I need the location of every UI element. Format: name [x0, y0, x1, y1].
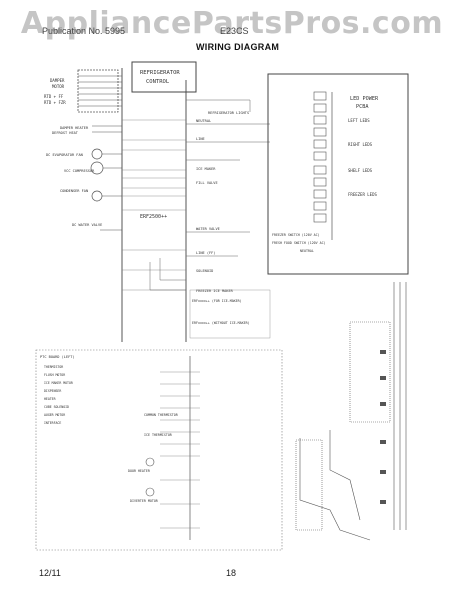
refrigerator-control-box — [131, 61, 197, 93]
compressor-label: VCC COMPRESSOR — [64, 169, 95, 173]
shelf-leds-label: SHELF LEDS — [348, 168, 373, 173]
water-valve-mid-label: WATER VALVE — [196, 227, 220, 231]
svg-text:HEATER: HEATER — [44, 397, 56, 401]
ptc-board-panel — [35, 349, 283, 551]
line-ff-label: LINE (FF) — [196, 251, 215, 255]
svg-text:INTERFACE: INTERFACE — [44, 421, 61, 425]
ptc-notes: THERMISTOR FLUSH MOTOR ICE MAKER MOTOR D… — [44, 365, 73, 425]
led-connectors — [313, 91, 327, 223]
ptc-pin-lines — [160, 371, 200, 529]
freezer-leds-label: FREEZER LEDS — [348, 192, 377, 197]
evaporator-fan-symbol — [91, 148, 103, 160]
svg-text:CUBE SOLENOID: CUBE SOLENOID — [44, 405, 69, 409]
damper-heater-label: DAMPER HEATER — [60, 126, 89, 130]
svg-text:FLUSH MOTOR: FLUSH MOTOR — [44, 373, 65, 377]
solenoid-label: SOLENOID — [196, 269, 213, 273]
damper-motor-label-1: DAMPER — [50, 78, 65, 83]
condenser-fan-symbol — [91, 190, 103, 202]
freezer-ice-maker-label: FREEZER ICE MAKER — [196, 289, 234, 293]
condenser-fan-label: CONDENSER FAN — [60, 189, 88, 193]
door-heater-symbol — [145, 457, 155, 467]
diagram-title: WIRING DIAGRAM — [196, 42, 280, 52]
fill-valve-label: FILL VALVE — [196, 181, 218, 185]
compressor-symbol — [90, 161, 104, 175]
notes-box — [189, 289, 271, 339]
led-power-pcba-box — [267, 73, 409, 275]
evaporator-fan-label: DC EVAPORATOR FAN — [46, 153, 83, 157]
model-label: ERF2500++ — [140, 214, 167, 220]
header-publication: Publication No. 5995 — [42, 26, 126, 36]
note-ice-maker: ERFxxxx++ (FOR ICE-MAKER) — [192, 299, 242, 303]
neutral-label: NEUTRAL — [196, 119, 211, 123]
ice-thermistor-label: ICE THERMISTOR — [144, 433, 172, 437]
rtd-fzr-label: RTD + FZR — [44, 100, 66, 105]
control-label-line1: REFRIGERATOR — [140, 70, 180, 76]
control-pin-rows — [122, 119, 186, 291]
switch-neutral-label: NEUTRAL — [300, 249, 314, 253]
led-power-label: LED POWER — [350, 96, 379, 102]
diverter-motor-symbol — [145, 487, 155, 497]
diverter-motor-label: DIVERTER MOTOR — [130, 499, 158, 503]
right-harness — [295, 282, 407, 541]
pcba-label: PCBA — [356, 104, 369, 110]
water-valve-label: DC WATER VALVE — [72, 223, 102, 227]
common-thermistor-label: COMMON THERMISTOR — [144, 413, 178, 417]
right-leds-label: RIGHT LEDS — [348, 142, 373, 147]
harness-connectors — [380, 350, 386, 504]
control-label-line2: CONTROL — [146, 79, 170, 85]
line-label: LINE — [196, 137, 205, 141]
footer-date: 12/11 — [39, 568, 61, 578]
svg-text:THERMISTOR: THERMISTOR — [44, 365, 63, 369]
door-heater-label: DOOR HEATER — [128, 469, 150, 473]
rtd-ff-label: RTD + FF — [44, 94, 64, 99]
note-without-ice-maker: ERFxxxx++ (WITHOUT ICE-MAKER) — [192, 321, 250, 325]
heater-wires — [92, 125, 122, 133]
ice-maker-label: ICE MAKER — [196, 167, 216, 171]
damper-motor-label-2: MOTOR — [52, 84, 65, 89]
footer-page-number: 18 — [226, 568, 237, 578]
watermark: AppliancePartsPros.com — [20, 6, 444, 41]
svg-text:DISPENSER: DISPENSER — [44, 389, 61, 393]
svg-text:ICE MAKER MOTOR: ICE MAKER MOTOR — [44, 381, 73, 385]
damper-motor-box — [77, 69, 119, 113]
ptc-board-title: PTC BOARD (LEFT) — [40, 355, 75, 359]
freezer-switch-label: FREEZER SWITCH (120V AC) — [272, 233, 320, 237]
damper-motor-wires — [78, 75, 122, 107]
middle-wires — [149, 99, 270, 291]
fridge-lights-label: REFRIGERATOR LIGHTS — [208, 111, 249, 115]
fresh-food-switch-label: FRESH FOOD SWITCH (120V AC) — [272, 241, 326, 245]
header-model: E23CS — [220, 26, 249, 36]
defrost-heat-label: DEFROST HEAT — [52, 131, 79, 135]
svg-text:AUGER MOTOR: AUGER MOTOR — [44, 413, 65, 417]
left-leds-label: LEFT LEDS — [348, 118, 370, 123]
